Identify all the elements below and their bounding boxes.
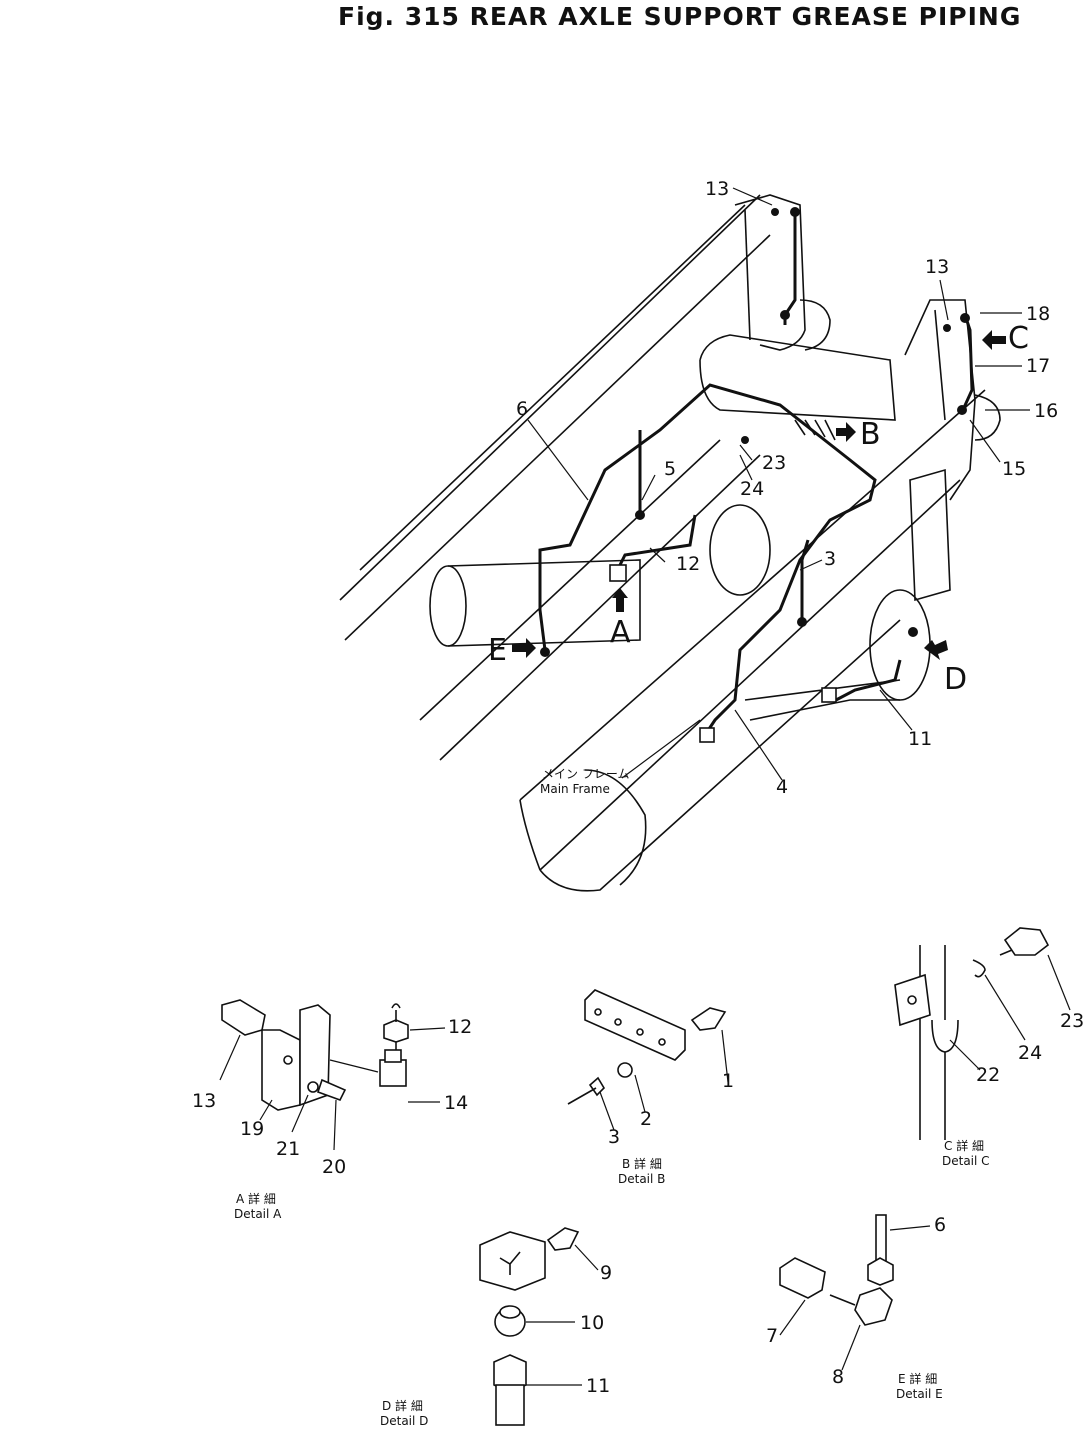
callout-18: 18 — [1026, 303, 1051, 325]
detail-a-drawing — [219, 999, 446, 1151]
main-leaders — [527, 187, 1030, 781]
callout-12: 12 — [676, 553, 701, 575]
detail-b-callout-3: 3 — [608, 1126, 621, 1148]
detail-b-caption-jp: B 詳 細 — [622, 1157, 662, 1171]
detail-e-caption-jp: E 詳 細 — [898, 1372, 938, 1386]
main-frame-label: Main Frame — [540, 782, 610, 796]
detail-c-callout-24: 24 — [1018, 1042, 1043, 1064]
detail-c-caption: Detail C — [942, 1154, 990, 1168]
detail-d-caption-jp: D 詳 細 — [382, 1399, 423, 1413]
callout-23: 23 — [762, 452, 787, 474]
view-arrows — [512, 330, 1006, 660]
detail-c-callout-22: 22 — [976, 1064, 1001, 1086]
detail-d-callout-9: 9 — [600, 1262, 613, 1284]
detail-e-callout-7: 7 — [766, 1325, 779, 1347]
detail-a-callout-12: 12 — [448, 1016, 473, 1038]
detail-e-callout-6: 6 — [934, 1214, 947, 1236]
detail-a-caption-jp: A 詳 細 — [236, 1192, 276, 1206]
detail-c-callout-23: 23 — [1060, 1010, 1085, 1032]
detail-c-caption-jp: C 詳 細 — [944, 1139, 985, 1153]
main-frame-drawing — [339, 194, 1001, 892]
view-arrow-a-label: A — [610, 615, 631, 650]
detail-d-caption: Detail D — [380, 1414, 429, 1428]
view-arrow-e-label: E — [488, 633, 507, 668]
callout-16: 16 — [1034, 400, 1059, 422]
grease-pipes — [538, 207, 974, 743]
callout-17: 17 — [1026, 355, 1051, 377]
detail-b-callout-2: 2 — [640, 1108, 653, 1130]
callout-13-upper: 13 — [705, 178, 730, 200]
view-arrow-d-label: D — [944, 662, 968, 697]
detail-d-callout-10: 10 — [580, 1312, 605, 1334]
main-frame-label-jp: メイン フレーム — [542, 767, 630, 781]
detail-a-callout-13: 13 — [192, 1090, 217, 1112]
detail-e-drawing — [779, 1214, 931, 1371]
detail-a-callout-21: 21 — [276, 1138, 301, 1160]
detail-a-callout-19: 19 — [240, 1118, 265, 1140]
figure-title: Fig. 315 REAR AXLE SUPPORT GREASE PIPING — [338, 2, 1022, 31]
detail-a-callout-20: 20 — [322, 1156, 347, 1178]
detail-b-caption: Detail B — [618, 1172, 666, 1186]
callout-3: 3 — [824, 548, 837, 570]
callout-13-right: 13 — [925, 256, 950, 278]
detail-a-caption: Detail A — [234, 1207, 282, 1221]
view-arrow-c-label: C — [1008, 321, 1029, 356]
detail-d-drawing — [479, 1227, 599, 1426]
detail-e-caption: Detail E — [896, 1387, 943, 1401]
view-arrow-b-label: B — [860, 417, 881, 452]
detail-e-callout-8: 8 — [832, 1366, 845, 1388]
callout-4: 4 — [776, 776, 789, 798]
callout-5: 5 — [664, 458, 677, 480]
detail-a-callout-14: 14 — [444, 1092, 469, 1114]
detail-c-drawing — [894, 927, 1071, 1140]
detail-b-callout-1: 1 — [722, 1070, 735, 1092]
callout-11: 11 — [908, 728, 933, 750]
callout-15: 15 — [1002, 458, 1027, 480]
detail-b-drawing — [567, 989, 729, 1131]
callout-6: 6 — [516, 398, 529, 420]
detail-d-callout-11: 11 — [586, 1375, 611, 1397]
callout-24: 24 — [740, 478, 765, 500]
